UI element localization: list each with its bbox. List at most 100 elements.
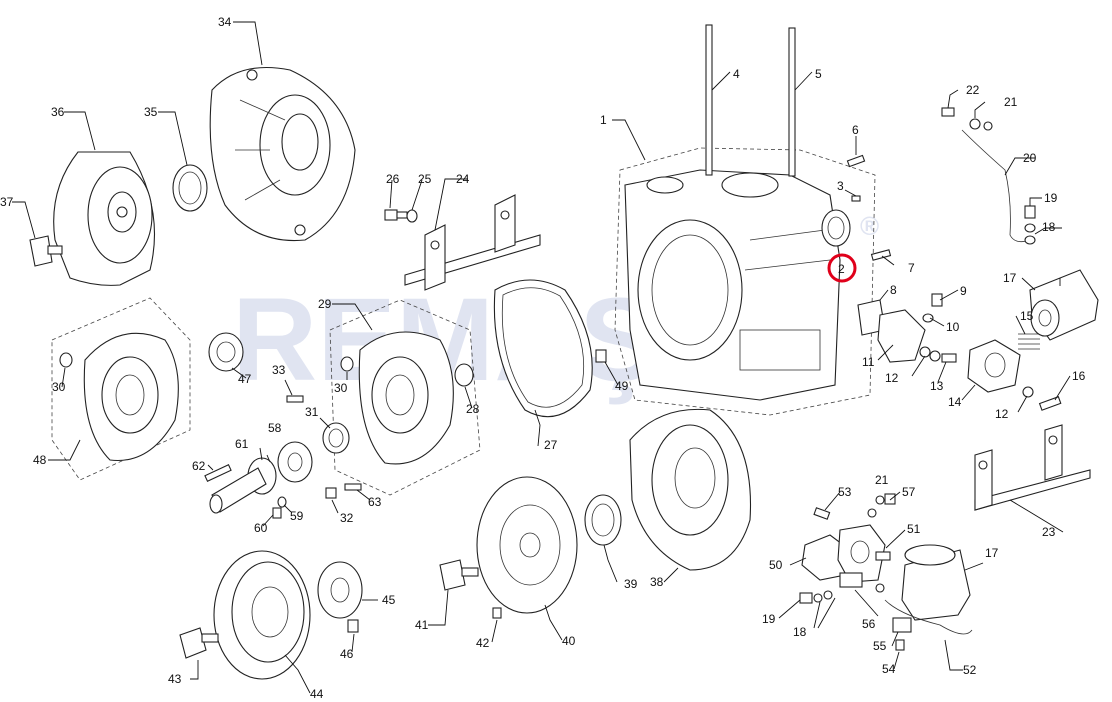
part-11-pump <box>877 309 926 363</box>
callout-label: 32 <box>340 511 354 525</box>
callout-label: 62 <box>192 459 206 473</box>
callout-label: 33 <box>272 363 286 377</box>
callout-label: 48 <box>33 453 47 467</box>
part-56-block <box>839 572 863 588</box>
callout-label: 46 <box>340 647 354 661</box>
callout-label: 57 <box>902 485 916 499</box>
part-31-seal <box>322 422 350 454</box>
part-10-washer <box>922 313 934 323</box>
part-19-bolt <box>1024 205 1036 219</box>
part-26-bolt <box>384 209 398 221</box>
part-36-cover-plate <box>53 151 155 286</box>
callout-label: 41 <box>415 618 429 632</box>
callout-label: 3 <box>837 179 844 193</box>
part-58-flange <box>277 441 313 483</box>
callout-label: 13 <box>930 379 944 393</box>
callout-label: 47 <box>238 372 252 386</box>
callout-label: 21 <box>1004 95 1018 109</box>
callout-label: 42 <box>476 636 490 650</box>
callout-label: 61 <box>235 437 249 451</box>
callout-label: 12 <box>995 407 1009 421</box>
parts <box>29 24 1099 680</box>
part-55-sensor <box>892 617 912 633</box>
part-60-bolt <box>272 507 282 519</box>
part-13-bolt <box>941 353 957 363</box>
part-25-washer <box>406 209 418 223</box>
part-48-flange <box>83 332 179 462</box>
part-40-plate <box>476 476 578 614</box>
callout-label: 28 <box>466 402 480 416</box>
callout-label: 56 <box>862 617 876 631</box>
part-4-stud <box>705 24 713 176</box>
callout-label: 21 <box>875 473 889 487</box>
callout-label: 17 <box>985 546 999 560</box>
callout-label: 11 <box>862 355 875 369</box>
callout-label: 51 <box>907 522 921 536</box>
callout-label: 53 <box>838 485 852 499</box>
part-41-plug <box>439 559 479 591</box>
callout-label: 8 <box>890 283 897 297</box>
callout-label: 58 <box>268 421 282 435</box>
part-22-bolt <box>941 107 955 117</box>
part-37-plug <box>29 235 63 267</box>
part-33-stud <box>286 395 304 403</box>
callout-label: 26 <box>386 172 400 186</box>
callout-label: 35 <box>144 105 158 119</box>
callout-label: 7 <box>908 261 915 275</box>
callout-label: 55 <box>873 639 887 653</box>
part-46-bolt <box>347 619 359 633</box>
part-42-pin <box>492 607 502 619</box>
callout-label: 20 <box>1023 151 1037 165</box>
part-17-filter-lower <box>901 544 971 621</box>
part-47-bearing <box>208 332 244 372</box>
part-19-bolt-lower <box>799 592 813 604</box>
callout-label: 36 <box>51 105 65 119</box>
part-57-fitting <box>884 493 896 505</box>
callout-label: 60 <box>254 521 268 535</box>
callout-label: 50 <box>769 558 783 572</box>
callout-label: 19 <box>1044 191 1058 205</box>
callout-label: 29 <box>318 297 332 311</box>
part-7-stud <box>870 249 892 261</box>
part-34-housing <box>209 67 356 242</box>
callout-label: 63 <box>368 495 382 509</box>
part-38-housing <box>629 408 752 571</box>
part-28-seal <box>454 363 474 387</box>
callout-label: 6 <box>852 123 859 137</box>
callout-label: 54 <box>882 662 896 676</box>
part-35-seal <box>172 164 208 212</box>
callout-label: 30 <box>52 380 66 394</box>
callout-label: 9 <box>960 284 967 298</box>
callout-label: 1 <box>600 113 607 127</box>
part-14-filter-head <box>967 339 1021 393</box>
part-62-key <box>204 464 232 482</box>
group-outlines <box>51 147 876 496</box>
callout-label: 18 <box>793 625 807 639</box>
part-27-gasket <box>493 279 593 418</box>
callout-label: 17 <box>1003 271 1017 285</box>
part-44-pulley <box>213 550 311 680</box>
callout-label: 45 <box>382 593 396 607</box>
part-51-bolt <box>875 551 891 561</box>
part-24-bracket <box>404 194 541 291</box>
part-20-pipe <box>961 129 1031 243</box>
part-21-fitting <box>969 118 981 130</box>
svg-text:®: ® <box>860 211 879 241</box>
callout-label: 30 <box>334 381 348 395</box>
part-1-gearbox <box>624 169 841 401</box>
callout-label: 37 <box>0 195 14 209</box>
part-9-bolt <box>931 293 943 307</box>
callout-label: 24 <box>456 172 470 186</box>
part-61-shaft <box>209 457 277 514</box>
callout-label: 43 <box>168 672 182 686</box>
part-54-connector <box>895 639 905 651</box>
callout-label: 10 <box>946 320 960 334</box>
highlight-circle[interactable] <box>827 253 857 283</box>
part-5-stud <box>788 27 796 177</box>
part-59-washer <box>277 496 287 508</box>
part-6-stud <box>846 154 866 168</box>
callout-label: 34 <box>218 15 232 29</box>
callout-label: 19 <box>762 612 776 626</box>
part-30-ring-left <box>59 352 73 368</box>
